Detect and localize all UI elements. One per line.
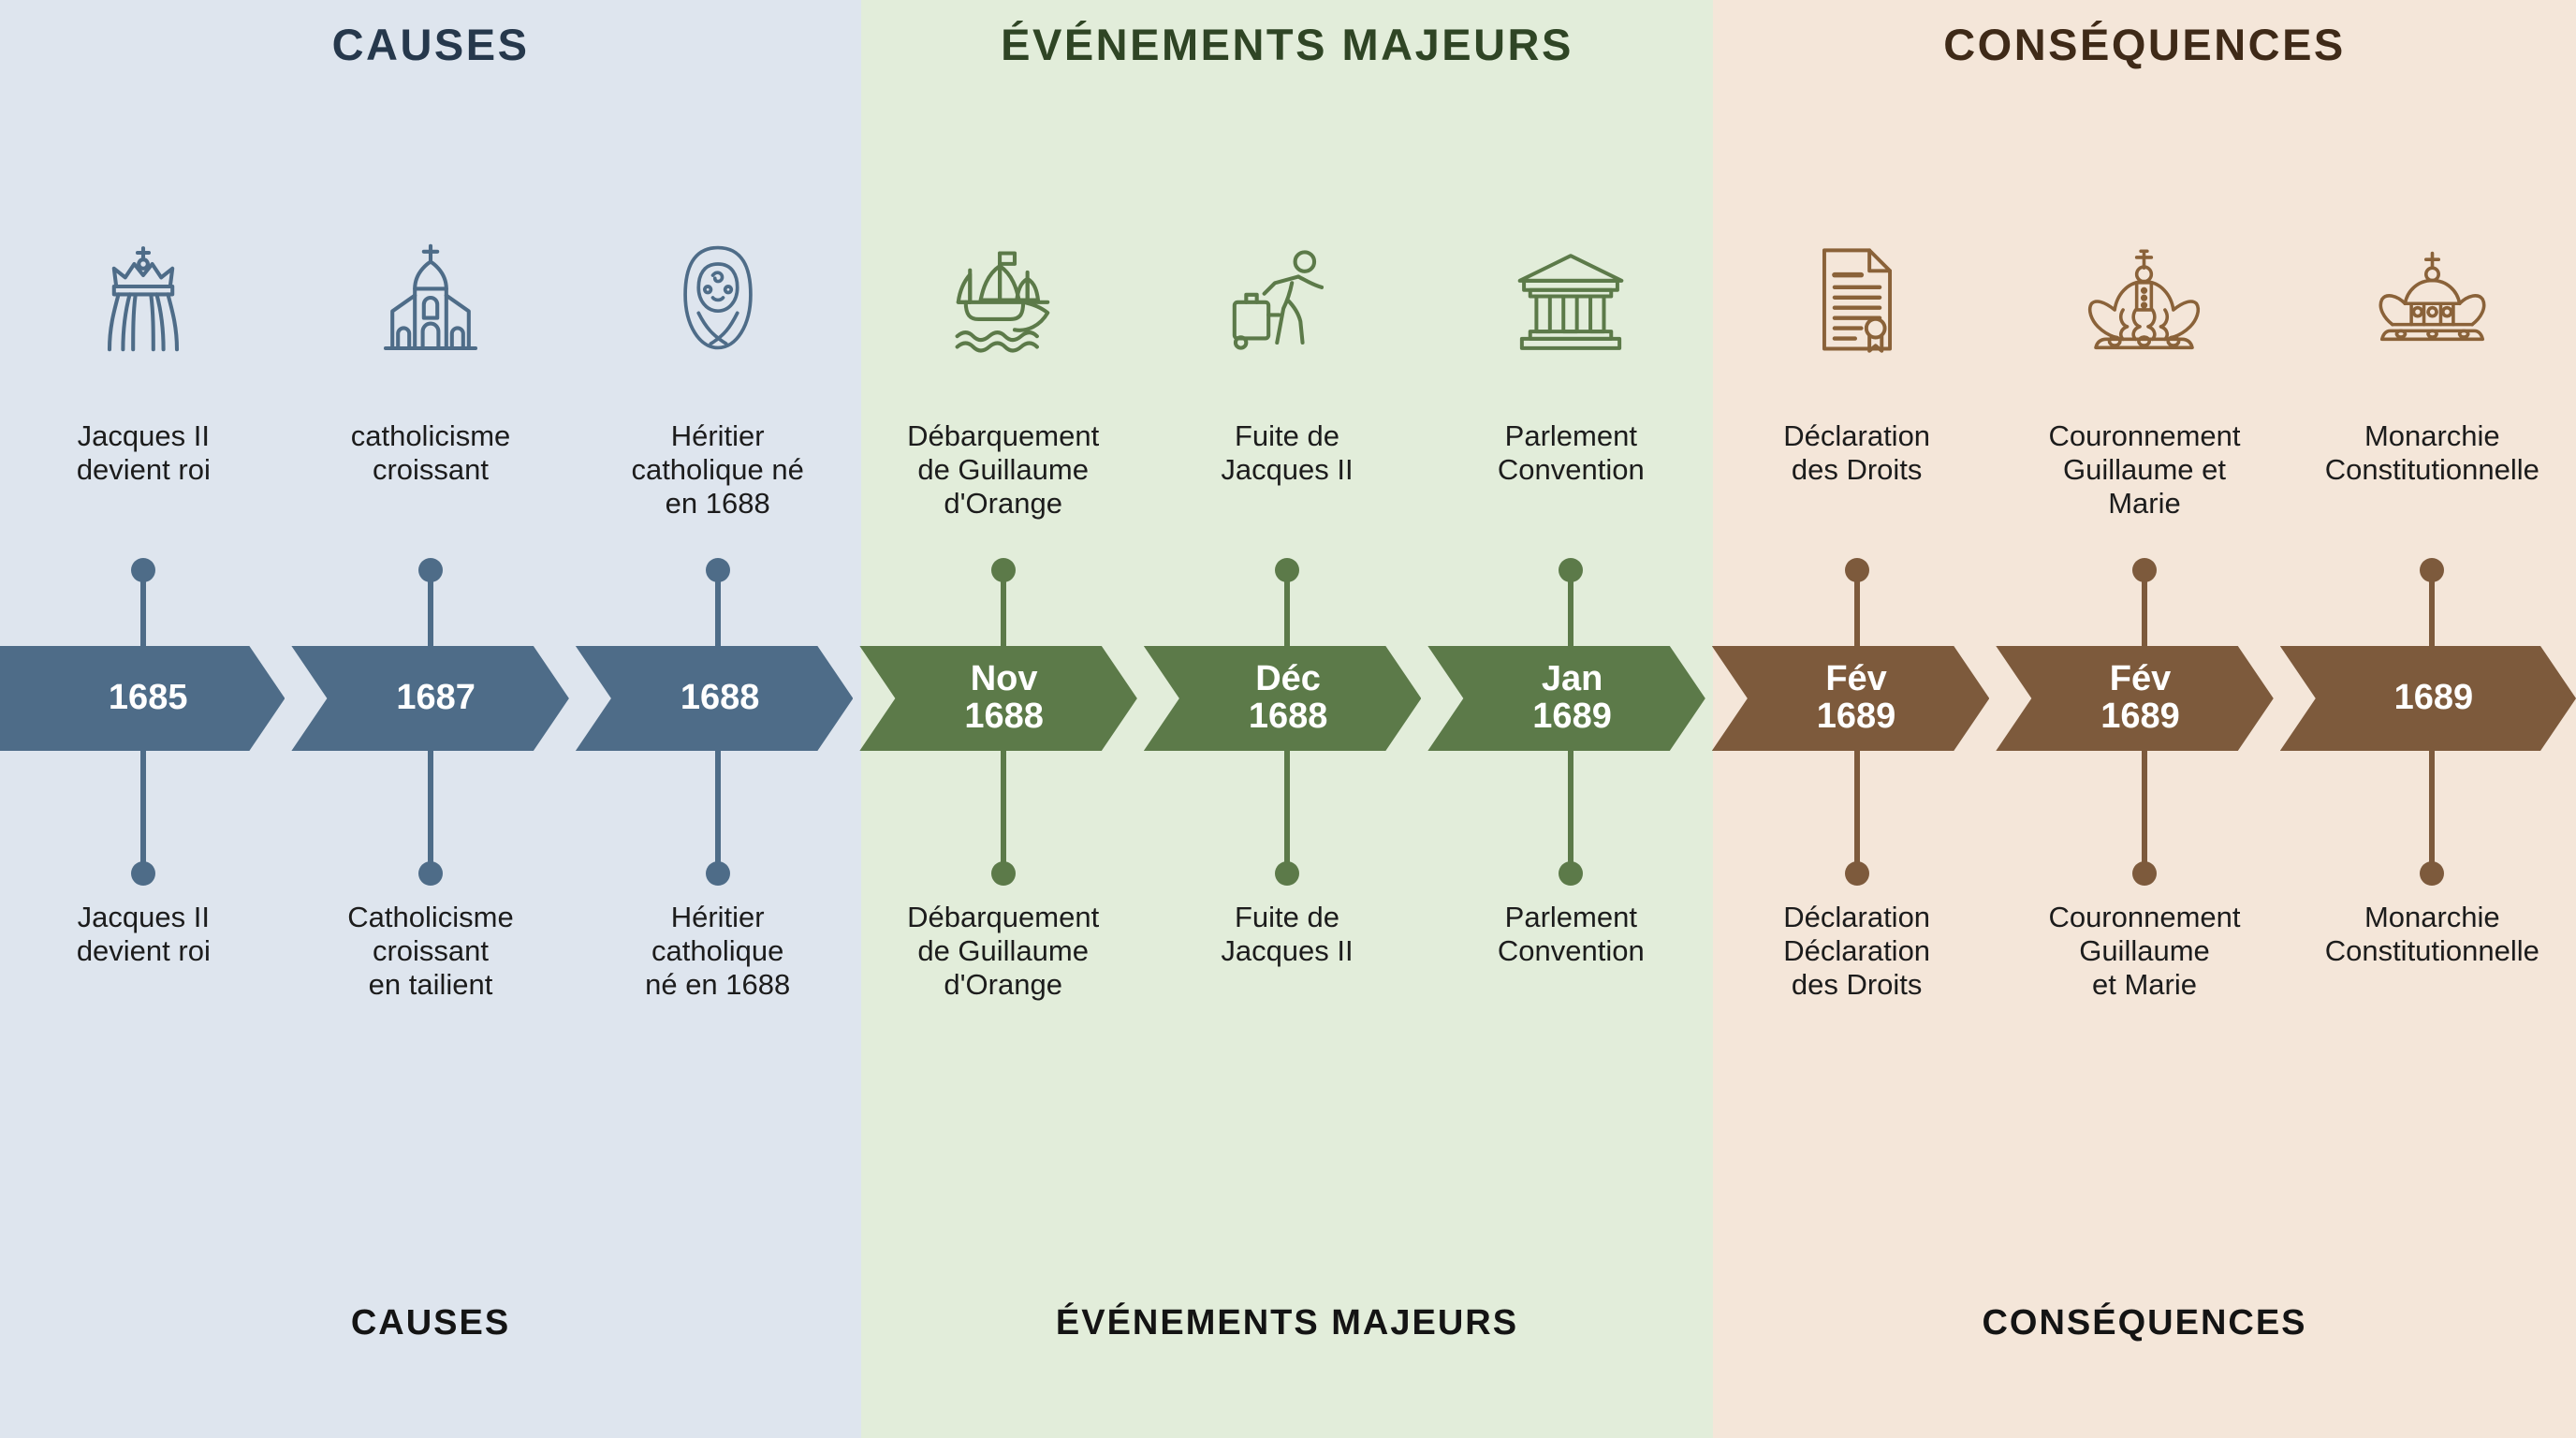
item-bottom-label: Déclaration Déclaration des Droits: [1783, 901, 1931, 1001]
connector-stem-bottom: [1283, 749, 1290, 871]
imperial-crown-icon: [2362, 242, 2502, 354]
item-top-label: Fuite de Jacques II: [1221, 419, 1354, 486]
chevron-date: Fév 1689: [1816, 659, 1896, 736]
section-footer-causes: CAUSES: [350, 1303, 511, 1343]
columns-causes: Jacques II devient roi Jacques II devien…: [0, 0, 861, 1438]
section-footer-consequences: CONSÉQUENCES: [1982, 1303, 2307, 1343]
connector-dot-bottom: [705, 861, 730, 886]
item-bottom-label: Débarquement de Guillaume d'Orange: [907, 901, 1100, 1001]
timeline-item-debarquement[interactable]: Débarquement de Guillaume d'Orange Débar…: [861, 0, 1145, 1438]
columns-consequences: Déclaration des Droits Déclaration Décla…: [1713, 0, 2576, 1438]
connector-dot-bottom: [1559, 861, 1584, 886]
running-person-with-suitcase-icon: [1217, 242, 1357, 354]
chevron-date: Fév 1689: [2100, 659, 2180, 736]
item-top-label: Monarchie Constitutionnelle: [2324, 419, 2539, 486]
connector-stem-bottom: [714, 749, 721, 871]
connector-dot-bottom: [2131, 861, 2157, 886]
connector-stem-bottom: [428, 749, 433, 871]
item-bottom-label: Couronnement Guillaume et Marie: [2048, 901, 2241, 1001]
timeline-chevron-1688[interactable]: 1688: [576, 646, 853, 751]
connector-stem-top: [140, 577, 147, 652]
connector-stem-top: [2141, 577, 2147, 652]
timeline-chevron-1685[interactable]: 1685: [0, 646, 285, 751]
timeline-chevron-fev-1689-couronnement[interactable]: Fév 1689: [1996, 646, 2273, 751]
timeline-ribbon: 1685 1687 1688 Nov 1688 Déc 1688 Jan 168…: [0, 646, 2576, 751]
connector-dot-bottom: [2420, 861, 2445, 886]
timeline-item-couronnement[interactable]: Couronnement Guillaume et Marie Couronne…: [2000, 0, 2288, 1438]
connector-dot-bottom: [990, 861, 1016, 886]
chevron-date: 1687: [396, 678, 476, 718]
section-header-evenements: ÉVÉNEMENTS MAJEURS: [1001, 20, 1573, 69]
section-header-causes: CAUSES: [331, 20, 530, 69]
timeline-item-fuite[interactable]: Fuite de Jacques II Fuite de Jacques II: [1145, 0, 1428, 1438]
item-top-label: Héritier catholique né en 1688: [631, 419, 804, 520]
item-top-label: Couronnement Guillaume et Marie: [2048, 419, 2241, 520]
connector-stem-top: [714, 577, 721, 652]
chevron-date: 1685: [108, 678, 188, 718]
timeline-item-monarchie-constitutionnelle[interactable]: Monarchie Constitutionnelle Monarchie Co…: [2289, 0, 2576, 1438]
section-evenements-majeurs: ÉVÉNEMENTS MAJEURS: [861, 0, 1713, 1438]
timeline-chevron-jan-1689[interactable]: Jan 1689: [1427, 646, 1705, 751]
item-bottom-label: Monarchie Constitutionnelle: [2324, 901, 2539, 967]
timeline-chevron-1689[interactable]: 1689: [2280, 646, 2576, 751]
connector-dot-bottom: [131, 861, 156, 886]
timeline-item-jacques-ii[interactable]: Jacques II devient roi Jacques II devien…: [0, 0, 287, 1438]
item-top-label: catholicisme croissant: [350, 419, 511, 486]
swaddled-baby-icon: [648, 242, 788, 354]
item-bottom-label: Fuite de Jacques II: [1221, 901, 1354, 967]
timeline-item-catholicisme[interactable]: catholicisme croissant Catholicisme croi…: [287, 0, 575, 1438]
timeline-chevron-fev-1689-declaration[interactable]: Fév 1689: [1712, 646, 1989, 751]
connector-stem-bottom: [1853, 749, 1860, 871]
connector-stem-top: [1283, 577, 1290, 652]
timeline-item-heritier[interactable]: Héritier catholique né en 1688 Héritier …: [574, 0, 861, 1438]
church-icon: [360, 242, 501, 354]
timeline-chevron-1687[interactable]: 1687: [291, 646, 568, 751]
chevron-date: Jan 1689: [1532, 659, 1612, 736]
chevron-date: 1689: [2393, 678, 2474, 718]
connector-stem-bottom: [2429, 749, 2436, 871]
crowned-monarch-icon: [73, 242, 213, 354]
item-bottom-label: Héritier catholique né en 1688: [645, 901, 791, 1001]
timeline-item-parlement[interactable]: Parlement Convention Parlement Conventio…: [1429, 0, 1713, 1438]
connector-stem-top: [428, 577, 433, 652]
connector-stem-top: [2429, 577, 2436, 652]
timeline-item-declaration-des-droits[interactable]: Déclaration des Droits Déclaration Décla…: [1713, 0, 2000, 1438]
section-header-consequences: CONSÉQUENCES: [1943, 20, 2346, 69]
timeline-chevron-nov-1688[interactable]: Nov 1688: [859, 646, 1136, 751]
connector-dot-bottom: [1274, 861, 1299, 886]
connector-stem-top: [1568, 577, 1574, 652]
section-footer-evenements: ÉVÉNEMENTS MAJEURS: [1055, 1303, 1519, 1343]
chevron-date: Nov 1688: [964, 659, 1044, 736]
connector-stem-bottom: [1568, 749, 1574, 871]
sailing-ship-icon: [933, 242, 1074, 354]
timeline-chevron-dec-1688[interactable]: Déc 1688: [1144, 646, 1421, 751]
sealed-document-icon: [1787, 242, 1927, 354]
connector-stem-bottom: [140, 749, 147, 871]
connector-stem-bottom: [1000, 749, 1006, 871]
connector-stem-top: [1853, 577, 1860, 652]
chevron-date: 1688: [680, 678, 760, 718]
columns-evenements: Débarquement de Guillaume d'Orange Débar…: [861, 0, 1713, 1438]
item-top-label: Débarquement de Guillaume d'Orange: [907, 419, 1100, 520]
item-bottom-label: Catholicisme croissant en tailient: [347, 901, 514, 1001]
item-top-label: Jacques II devient roi: [76, 419, 211, 486]
connector-stem-bottom: [2141, 749, 2147, 871]
item-bottom-label: Jacques II devient roi: [76, 901, 211, 967]
royal-crown-icon: [2074, 242, 2215, 354]
connector-dot-bottom: [418, 861, 443, 886]
item-top-label: Déclaration des Droits: [1783, 419, 1931, 486]
item-bottom-label: Parlement Convention: [1497, 901, 1645, 967]
parliament-building-icon: [1500, 242, 1641, 354]
item-top-label: Parlement Convention: [1497, 419, 1645, 486]
chevron-date: Déc 1688: [1248, 659, 1328, 736]
connector-dot-bottom: [1844, 861, 1869, 886]
connector-stem-top: [1000, 577, 1006, 652]
